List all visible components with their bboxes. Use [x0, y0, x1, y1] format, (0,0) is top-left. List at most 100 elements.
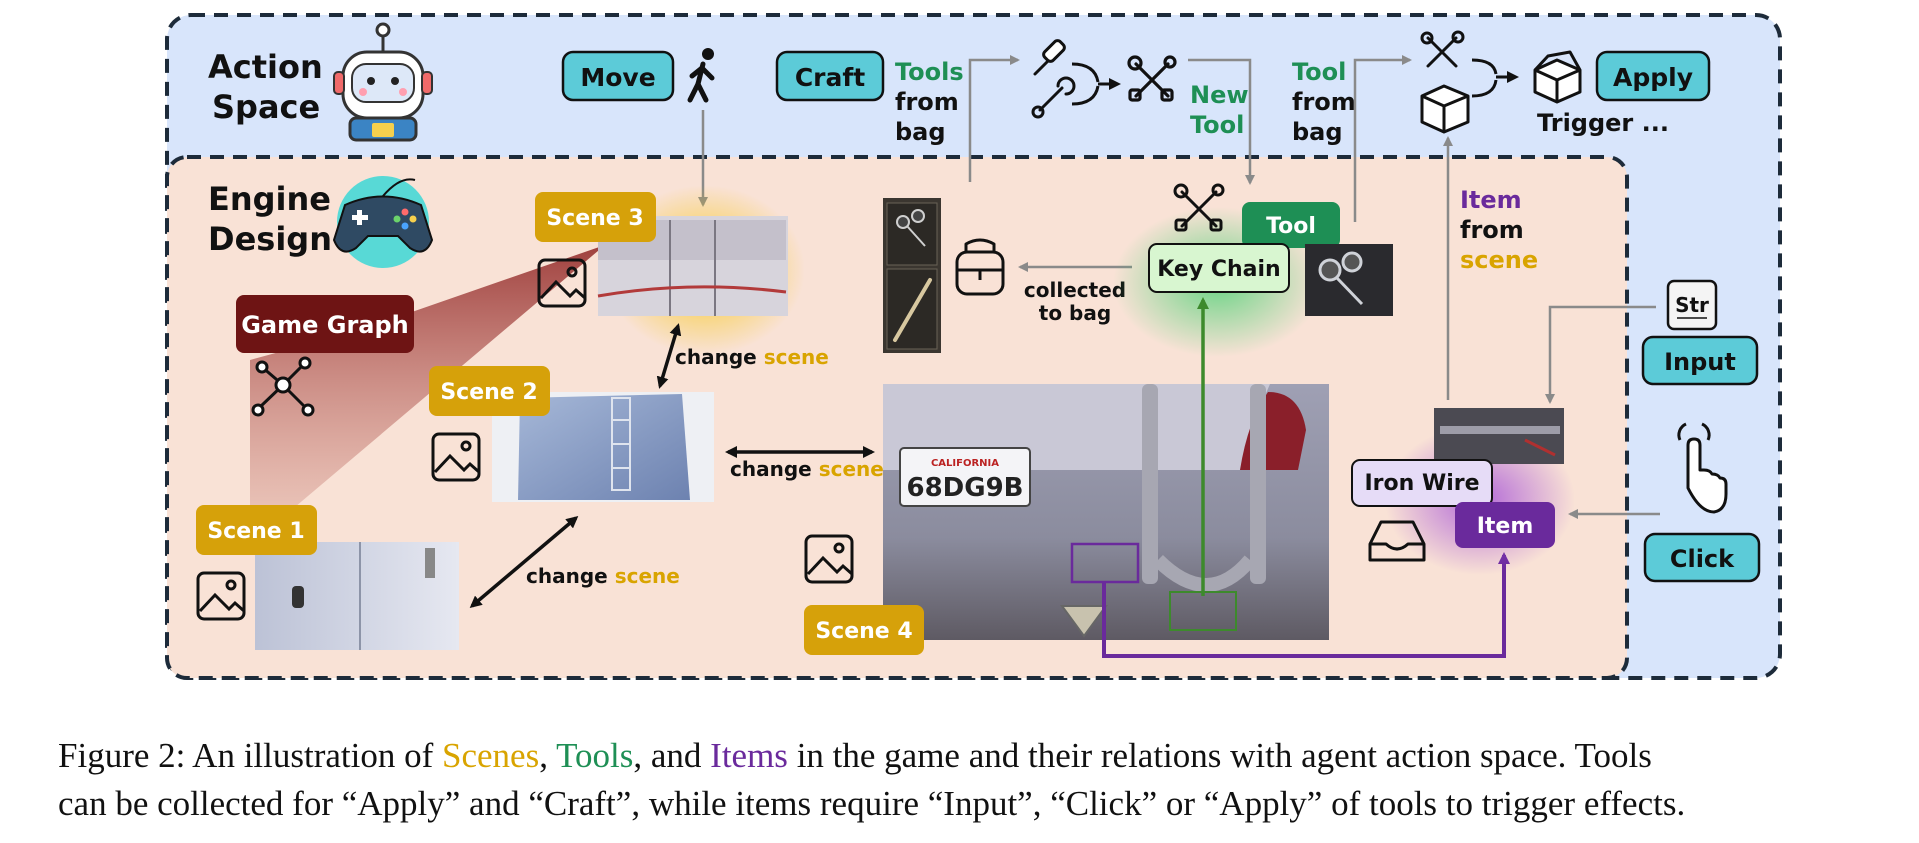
scene4-tag-label: Scene 4 — [815, 619, 912, 644]
scene4-exhaust-pipe-1 — [1142, 384, 1158, 584]
tool-to-apply-arrow — [1353, 55, 1412, 222]
backpack-icon — [955, 238, 1005, 296]
change-word-b: change — [730, 457, 812, 481]
new-tool-label-1: New — [1190, 81, 1249, 109]
scene1-image-icon — [196, 571, 246, 621]
robot-icon — [333, 22, 433, 142]
scene3-tag — [535, 192, 656, 242]
keys-thumbnail-icon — [896, 209, 926, 247]
str-key-label: Str — [1675, 293, 1709, 317]
item-tag — [1455, 502, 1555, 548]
scene3-image-icon — [537, 258, 587, 308]
caption-scenes: Scenes — [442, 736, 540, 775]
scene-word-b: scene — [819, 457, 884, 481]
item-thumbnail — [1434, 408, 1564, 464]
craft-button — [775, 50, 885, 102]
tool-from-bag-label-2: from — [1292, 88, 1356, 116]
screwdriver-icon — [1033, 39, 1066, 76]
scene4-image-icon — [804, 534, 854, 584]
click-button — [1643, 532, 1761, 583]
engine-design-title-line2: Design — [208, 220, 332, 258]
apply-merge-lines — [1471, 58, 1498, 98]
item-thumbnail-wire — [1524, 438, 1556, 457]
caption-and: , and — [633, 736, 711, 775]
input-button — [1641, 335, 1759, 386]
iron-wire-node — [1351, 459, 1493, 507]
apply-button-label: Apply — [1613, 63, 1693, 92]
wrench-icon — [1031, 76, 1076, 119]
tools-from-bag-label-1: Tools — [895, 58, 964, 86]
scene4-exhaust-curve — [1153, 554, 1256, 592]
tool-from-bag-label-1: Tool — [1292, 58, 1346, 86]
scene1-tag-label: Scene 1 — [207, 519, 304, 544]
scene1-tag — [196, 505, 317, 555]
scene4-exhaust-pipe-2 — [1250, 384, 1266, 584]
new-tool-label-2: Tool — [1190, 111, 1244, 139]
trigger-label: Trigger ... — [1537, 109, 1669, 137]
game-graph-node — [236, 295, 414, 353]
stick-thumbnail — [893, 278, 932, 342]
action-space-title-line2: Space — [212, 88, 320, 126]
key-chain-node — [1148, 243, 1290, 293]
gamepad-icon — [332, 176, 434, 268]
caption-rest: in the game and their relations with age… — [787, 736, 1652, 775]
collected-to-bag-label-2: to bag — [1039, 301, 1111, 325]
scene2-tag — [429, 366, 550, 416]
network-icon — [251, 356, 315, 417]
scene4-license-plate — [899, 447, 1031, 507]
inventory-slot-keys — [886, 202, 938, 266]
crossed-tools-icon-3 — [1173, 183, 1225, 232]
new-tool-arrow — [1188, 58, 1255, 185]
game-graph-fan — [250, 245, 605, 545]
key-chain-label: Key Chain — [1157, 257, 1280, 282]
scene3-scene2-link — [656, 323, 682, 389]
game-graph-label: Game Graph — [241, 311, 409, 339]
figure-caption: Figure 2: An illustration of Scenes, Too… — [58, 732, 1878, 828]
crossed-tools-icon-2 — [1420, 30, 1465, 68]
change-word-c: change — [526, 564, 608, 588]
walking-person-icon — [687, 48, 715, 103]
caption-items: Items — [710, 736, 788, 775]
inbox-tray-icon — [1368, 520, 1426, 562]
item-from-scene-label-2: from — [1460, 216, 1524, 244]
combine-merge-lines — [1071, 62, 1100, 106]
scene3-tag-label: Scene 3 — [546, 206, 643, 231]
craft-button-label: Craft — [795, 63, 865, 92]
scene3-stripe — [597, 285, 787, 298]
item-from-scene-label-1: Item — [1460, 186, 1522, 214]
change-word-a: change — [675, 345, 757, 369]
move-button-label: Move — [580, 63, 655, 92]
bag-to-craft-arrow — [968, 55, 1020, 182]
scene1-scene2-link — [469, 516, 579, 608]
action-space-title-line1: Action — [208, 48, 323, 86]
pointing-hand-icon — [1677, 422, 1728, 514]
scene4-plate-state: CALIFORNIA — [931, 458, 999, 469]
box-icon — [1420, 84, 1470, 134]
change-scene-label-a: change scene — [675, 345, 829, 369]
scene2-image-icon — [431, 432, 481, 482]
caption-tools: Tools — [556, 736, 634, 775]
scene4-plate-number: 68DG9B — [906, 473, 1023, 503]
change-scene-label-c: change scene — [526, 564, 680, 588]
tool-from-bag-label-3: bag — [1292, 118, 1343, 146]
collected-to-bag-label-1: collected — [1024, 278, 1126, 302]
str-key-icon — [1666, 279, 1718, 331]
crossed-tools-icon — [1127, 55, 1177, 102]
apply-button — [1595, 50, 1711, 102]
caption-line-2: can be collected for “Apply” and “Craft”… — [58, 784, 1686, 823]
scene2-tag-label: Scene 2 — [440, 380, 537, 405]
scene1-latch — [425, 548, 435, 578]
input-button-label: Input — [1664, 348, 1736, 376]
scene4-cursor-triangle — [1060, 605, 1108, 638]
caption-comma: , — [539, 736, 557, 775]
tools-from-bag-label-3: bag — [895, 118, 946, 146]
change-scene-label-b: change scene — [730, 457, 884, 481]
caption-pre: An illustration of — [185, 736, 443, 775]
input-to-item-arrow — [1545, 305, 1656, 404]
key-chain-image-keys — [1318, 251, 1364, 306]
scene-word-c: scene — [615, 564, 680, 588]
tool-tag — [1242, 202, 1340, 248]
tools-from-bag-label-2: from — [895, 88, 959, 116]
open-box-icon — [1533, 50, 1582, 104]
